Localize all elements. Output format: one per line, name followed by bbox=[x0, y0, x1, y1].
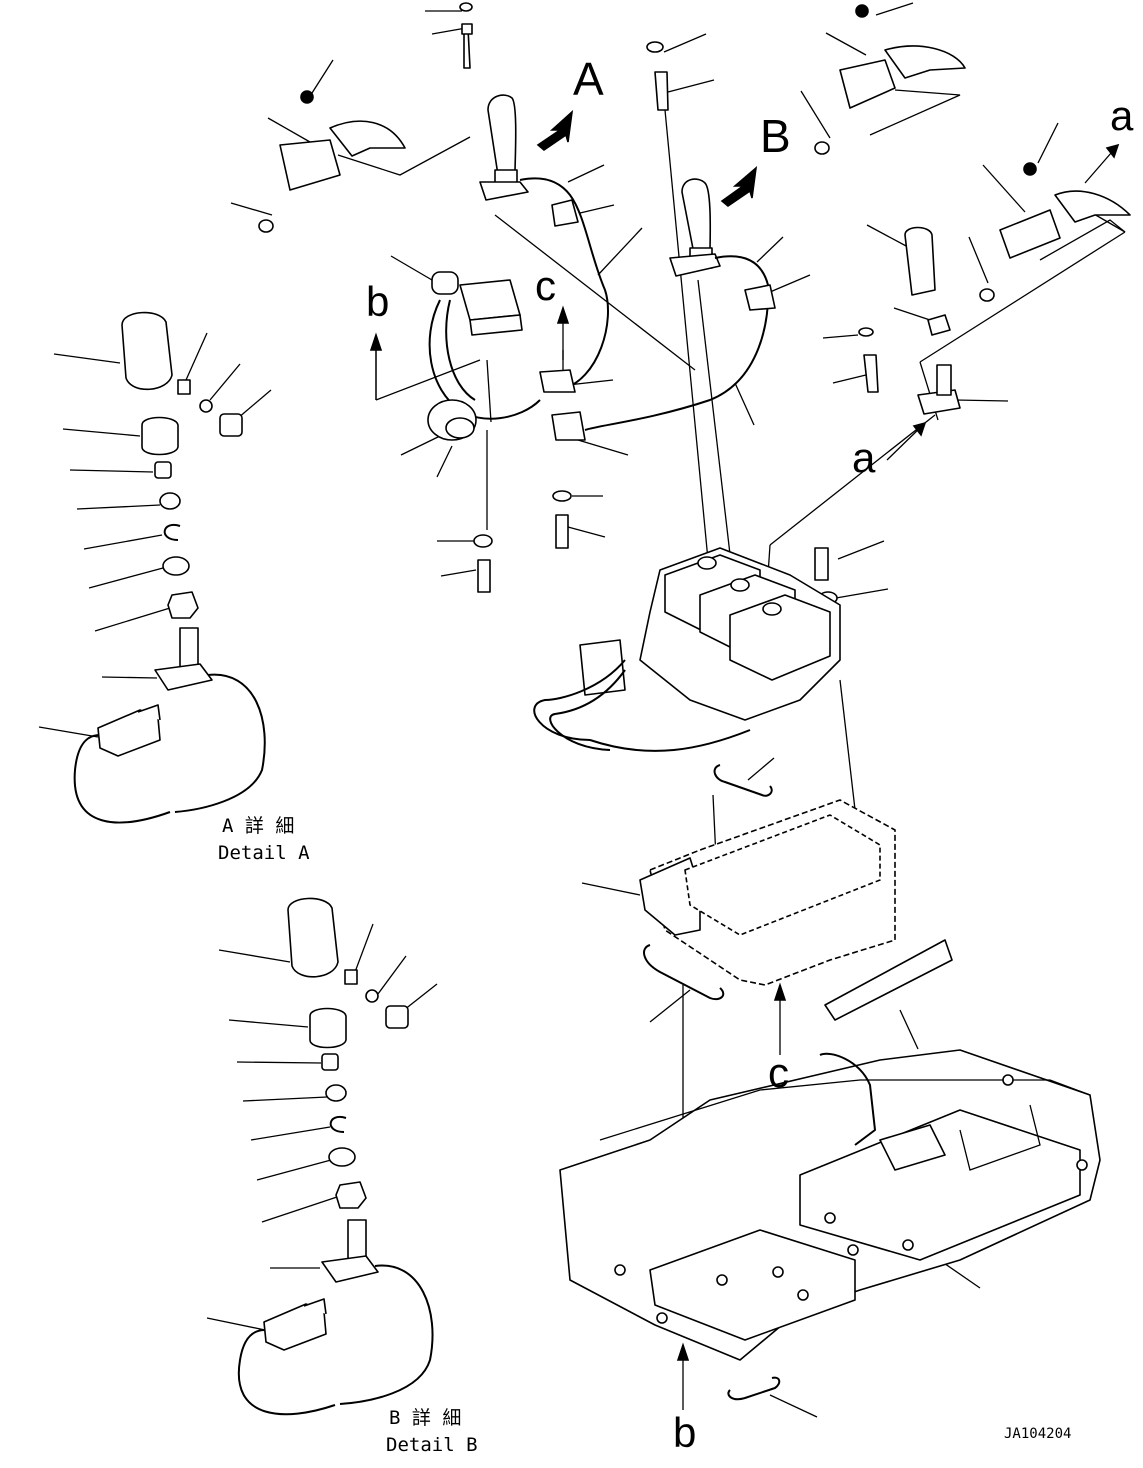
bolt-head-icon bbox=[855, 4, 869, 18]
lever-assembly-A bbox=[459, 2, 609, 391]
bolt-head-icon bbox=[1023, 162, 1037, 176]
connection-label-a-top: a bbox=[1110, 92, 1134, 139]
clip-icon bbox=[713, 764, 773, 797]
frame-panel-icon bbox=[649, 1229, 856, 1341]
connector-cluster bbox=[427, 199, 838, 605]
clip-icon bbox=[727, 1376, 781, 1401]
washer-icon bbox=[858, 327, 874, 337]
connector-block-icon bbox=[459, 279, 521, 321]
clip-icon bbox=[744, 284, 776, 311]
base-frame bbox=[559, 1049, 1101, 1401]
washer-icon bbox=[459, 2, 473, 12]
lever-knob-icon bbox=[287, 897, 339, 978]
nut-icon bbox=[927, 314, 951, 336]
view-arrow-a-icon bbox=[536, 109, 574, 152]
snap-ring-icon bbox=[163, 523, 181, 541]
guard-plate-right-upper bbox=[814, 4, 966, 155]
lever-knob-icon bbox=[904, 226, 936, 296]
view-label-b: B bbox=[760, 110, 791, 162]
washer-icon bbox=[552, 490, 572, 502]
callout-arrows bbox=[369, 143, 1120, 1410]
connector-icon bbox=[263, 1303, 327, 1351]
washer-icon bbox=[365, 989, 379, 1003]
clip-icon bbox=[643, 944, 725, 1001]
nut-icon bbox=[167, 591, 199, 619]
guard-plate-left bbox=[258, 90, 406, 233]
cap-icon bbox=[385, 1005, 409, 1029]
detail-a-exploded bbox=[73, 311, 266, 824]
bolt-icon bbox=[477, 559, 491, 593]
switch-base-icon bbox=[321, 1255, 379, 1283]
clip-icon bbox=[551, 199, 579, 227]
seal-icon bbox=[162, 556, 190, 576]
bolt-icon bbox=[654, 71, 669, 111]
connector-cap-icon bbox=[431, 271, 459, 295]
bolt-head-icon bbox=[300, 90, 314, 104]
bolt-icon bbox=[555, 514, 569, 549]
connection-label-b-bottom: b bbox=[673, 1409, 696, 1456]
washer-icon bbox=[199, 399, 213, 413]
bolt-icon bbox=[814, 547, 829, 581]
view-arrows bbox=[536, 109, 758, 208]
switch-cable bbox=[339, 1264, 434, 1405]
bolt-icon bbox=[863, 354, 879, 393]
console-box bbox=[639, 764, 953, 1021]
connector-block-icon bbox=[579, 639, 626, 696]
detail-b-title-en: Detail B bbox=[386, 1434, 478, 1456]
washer-icon bbox=[646, 41, 664, 53]
lever-knob-a-icon bbox=[487, 94, 517, 176]
clamp-icon bbox=[551, 411, 586, 441]
seal-icon bbox=[328, 1147, 356, 1167]
cover-plate-icon bbox=[824, 939, 953, 1021]
connection-label-b-top: b bbox=[366, 278, 389, 325]
bracket-icon bbox=[639, 857, 701, 936]
washer-icon bbox=[473, 534, 493, 548]
sleeve-icon bbox=[154, 461, 172, 479]
connector-icon bbox=[97, 709, 161, 757]
lever-components-right bbox=[858, 226, 961, 415]
leader-lines bbox=[38, 2, 1059, 1418]
connection-label-c-top: c bbox=[535, 262, 556, 309]
callout-labels: A B a a b b c c bbox=[366, 53, 1134, 1456]
nut-icon bbox=[335, 1181, 367, 1209]
bushing-icon bbox=[309, 1007, 347, 1049]
detail-b-exploded bbox=[237, 897, 434, 1416]
view-arrow-b-icon bbox=[720, 166, 758, 208]
pilot-valve-assembly bbox=[533, 547, 841, 752]
o-ring-icon bbox=[159, 492, 181, 510]
snap-ring-icon bbox=[329, 1115, 347, 1133]
connection-label-c-bottom: c bbox=[768, 1049, 789, 1096]
o-ring-icon bbox=[325, 1084, 347, 1102]
drawing-number: JA104204 bbox=[1004, 1426, 1071, 1442]
lever-bracket-icon bbox=[479, 181, 529, 201]
lever-knob-icon bbox=[121, 311, 173, 391]
detail-a-title-jp: A 詳 細 bbox=[222, 815, 294, 837]
wire-harness-b bbox=[584, 255, 770, 431]
wire-harness-a bbox=[519, 177, 609, 391]
bushing-icon bbox=[141, 416, 179, 456]
bolt-head-icon bbox=[979, 288, 995, 302]
clamp-icon bbox=[539, 369, 576, 393]
view-label-a: A bbox=[573, 53, 604, 105]
valve-body-icon bbox=[729, 594, 831, 681]
cap-icon bbox=[219, 413, 243, 437]
pin-icon bbox=[344, 969, 358, 985]
detail-a-title-en: Detail A bbox=[218, 842, 310, 864]
bolt-head-icon bbox=[258, 219, 274, 233]
sleeve-icon bbox=[321, 1053, 339, 1071]
lever-knob-b-icon bbox=[681, 178, 712, 255]
pin-icon bbox=[177, 379, 191, 395]
lever-assembly-B bbox=[584, 41, 770, 431]
detail-b-title-jp: B 詳 細 bbox=[389, 1407, 461, 1429]
guard-plate-right-lower bbox=[979, 162, 1131, 302]
lever-bracket-icon bbox=[669, 253, 721, 277]
bolt-head-icon bbox=[814, 141, 830, 155]
switch-base-icon bbox=[154, 663, 213, 691]
switch-cable bbox=[174, 673, 266, 813]
detail-titles: A 詳 細 Detail A B 詳 細 Detail B bbox=[218, 815, 478, 1456]
connection-label-a-mid: a bbox=[852, 434, 876, 481]
frame-panel-icon bbox=[799, 1109, 1081, 1261]
